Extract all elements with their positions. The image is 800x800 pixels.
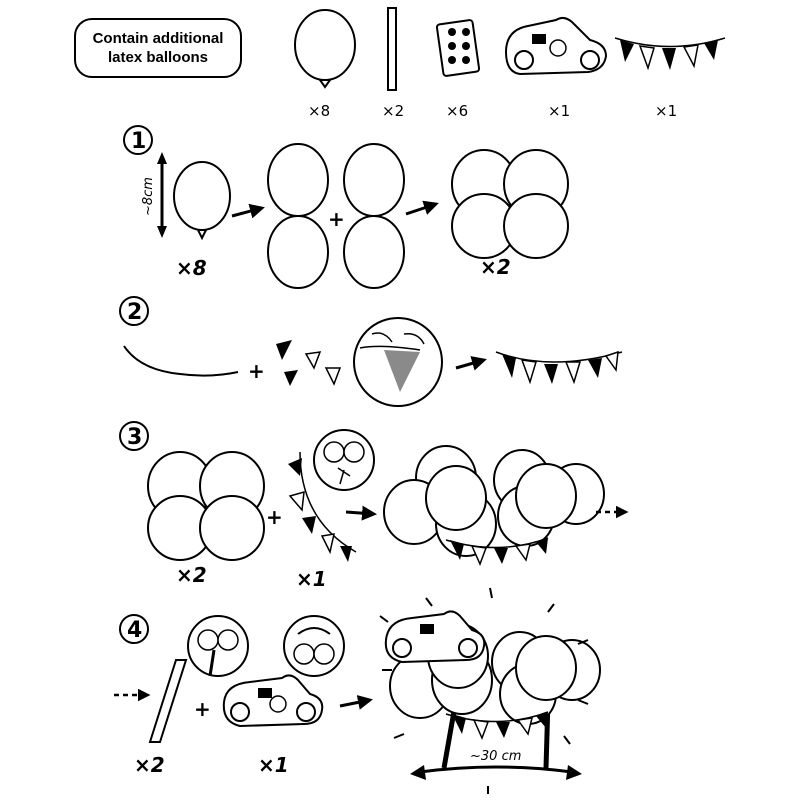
step-3-qty-a: ×2 (176, 563, 207, 587)
step-4-qty-b: ×1 (258, 753, 289, 777)
step-4-race-car (222, 674, 324, 728)
svg-text:4: 4 (127, 618, 142, 643)
step-1-plus: + (328, 207, 345, 231)
step-4-qty-a: ×2 (134, 753, 165, 777)
part-pennant-banner-icon (614, 37, 726, 71)
part-glue-dots-qty: ×6 (446, 102, 468, 120)
svg-text:2: 2 (127, 300, 142, 325)
note-line-2: latex balloons (107, 49, 209, 66)
step-2-plus: + (248, 359, 265, 383)
part-stick-qty: ×2 (382, 102, 404, 120)
step-2-arrow (455, 356, 487, 371)
step-2-badge: 2 (119, 296, 149, 326)
step-3-detail-circle (313, 429, 375, 491)
step-1-single-balloon (173, 161, 231, 241)
part-balloon-qty: ×8 (308, 102, 330, 120)
step-3-qty-b: ×1 (296, 567, 327, 591)
step-1-qty-a: ×8 (176, 256, 207, 280)
step-1-balloon-cluster (451, 149, 569, 259)
part-balloon-icon (294, 9, 356, 89)
step-3-curved-banner (288, 451, 357, 562)
step-2-string (123, 345, 239, 377)
step-1-size-arrow (157, 152, 167, 238)
step-4-stick (148, 659, 188, 743)
step-4-plus: + (194, 697, 211, 721)
part-race-car-qty: ×1 (548, 102, 570, 120)
part-race-car-icon (504, 16, 608, 76)
step-3-plus: + (266, 505, 283, 529)
step-2-finished-banner (495, 350, 623, 385)
step-2-loose-pennants (276, 340, 342, 386)
step-1-balloon-pair-2 (343, 143, 405, 289)
step-1-balloon-pair-1 (267, 143, 329, 289)
step-1-size-label: ~8cm (141, 177, 156, 216)
part-pennant-banner-qty: ×1 (655, 102, 677, 120)
part-stick-icon (387, 7, 397, 91)
step-3-result-left-cluster (383, 445, 497, 557)
step-4-detail-circle-b (283, 615, 345, 677)
step-3-result-right-cluster (493, 449, 605, 547)
step-1-arrow-a (231, 203, 265, 219)
step-4-arrow (339, 694, 373, 710)
step-4-width-label: ~30 cm (470, 749, 521, 764)
latex-balloons-note: Contain additional latex balloons (74, 18, 242, 78)
step-3-badge: 3 (119, 421, 149, 451)
svg-text:1: 1 (131, 129, 146, 154)
step-1-arrow-b (405, 200, 439, 216)
step-4-detail-circle-a (187, 615, 249, 677)
step-1-qty-b: ×2 (480, 255, 511, 279)
note-line-1: Contain additional (92, 30, 224, 47)
step-4-final-topper (384, 610, 601, 769)
step-4-sparkle-marks (379, 587, 589, 745)
step-4-badge: 4 (119, 614, 149, 644)
step-3-balloon-cluster (147, 451, 265, 561)
svg-text:3: 3 (127, 425, 142, 450)
part-glue-dots-icon (435, 19, 481, 77)
step-2-detail-circle (353, 317, 443, 407)
step-3-result-banner (445, 537, 549, 566)
step-4-width-arrow (410, 765, 582, 794)
step-1-badge: 1 (123, 125, 153, 155)
step-3-arrow (345, 505, 377, 521)
